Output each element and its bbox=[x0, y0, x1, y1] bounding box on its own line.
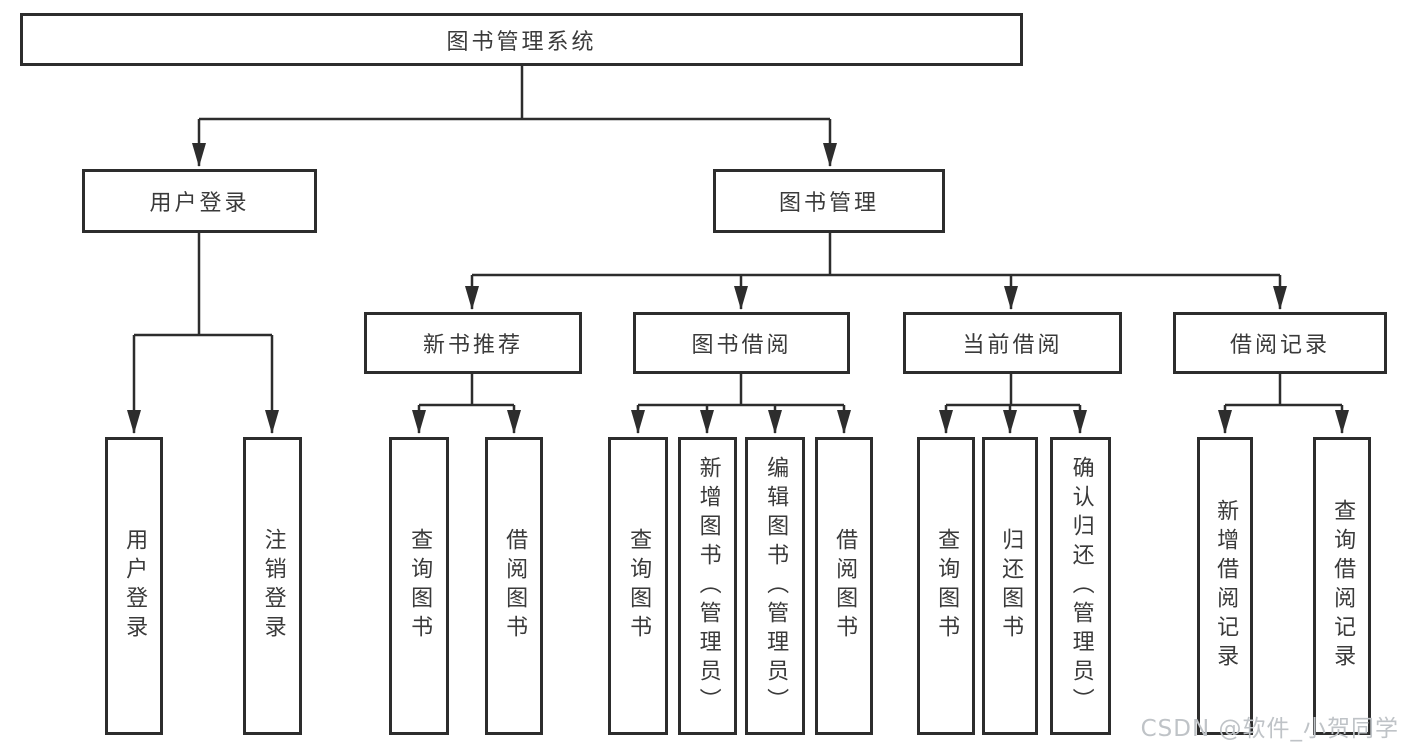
leaf-query-borrow-record: 查询借阅记录 bbox=[1313, 437, 1371, 735]
connector-group bbox=[127, 66, 1349, 434]
leaf-borrow-book-2: 借阅图书 bbox=[815, 437, 873, 735]
leaf-user-login: 用户登录 bbox=[105, 437, 163, 735]
node-new-book-recommend: 新书推荐 bbox=[364, 312, 582, 374]
leaf-borrow-book-1: 借阅图书 bbox=[485, 437, 543, 735]
leaf-edit-book-admin: 编辑图书（管理员） bbox=[745, 437, 805, 735]
node-user-login: 用户登录 bbox=[82, 169, 317, 233]
leaf-confirm-return-admin: 确认归还（管理员） bbox=[1050, 437, 1111, 735]
leaf-logout: 注销登录 bbox=[243, 437, 302, 735]
leaf-query-book-2: 查询图书 bbox=[608, 437, 668, 735]
leaf-add-book-admin: 新增图书（管理员） bbox=[678, 437, 737, 735]
node-book-management: 图书管理 bbox=[713, 169, 945, 233]
node-book-borrow: 图书借阅 bbox=[633, 312, 850, 374]
csdn-watermark: CSDN @软件_小贺同学 bbox=[1140, 716, 1399, 742]
node-borrow-record: 借阅记录 bbox=[1173, 312, 1387, 374]
leaf-query-book-1: 查询图书 bbox=[389, 437, 449, 735]
leaf-query-book-3: 查询图书 bbox=[917, 437, 975, 735]
leaf-add-borrow-record: 新增借阅记录 bbox=[1197, 437, 1253, 735]
leaf-return-book: 归还图书 bbox=[982, 437, 1038, 735]
node-current-borrow: 当前借阅 bbox=[903, 312, 1122, 374]
node-root-system: 图书管理系统 bbox=[20, 13, 1023, 66]
